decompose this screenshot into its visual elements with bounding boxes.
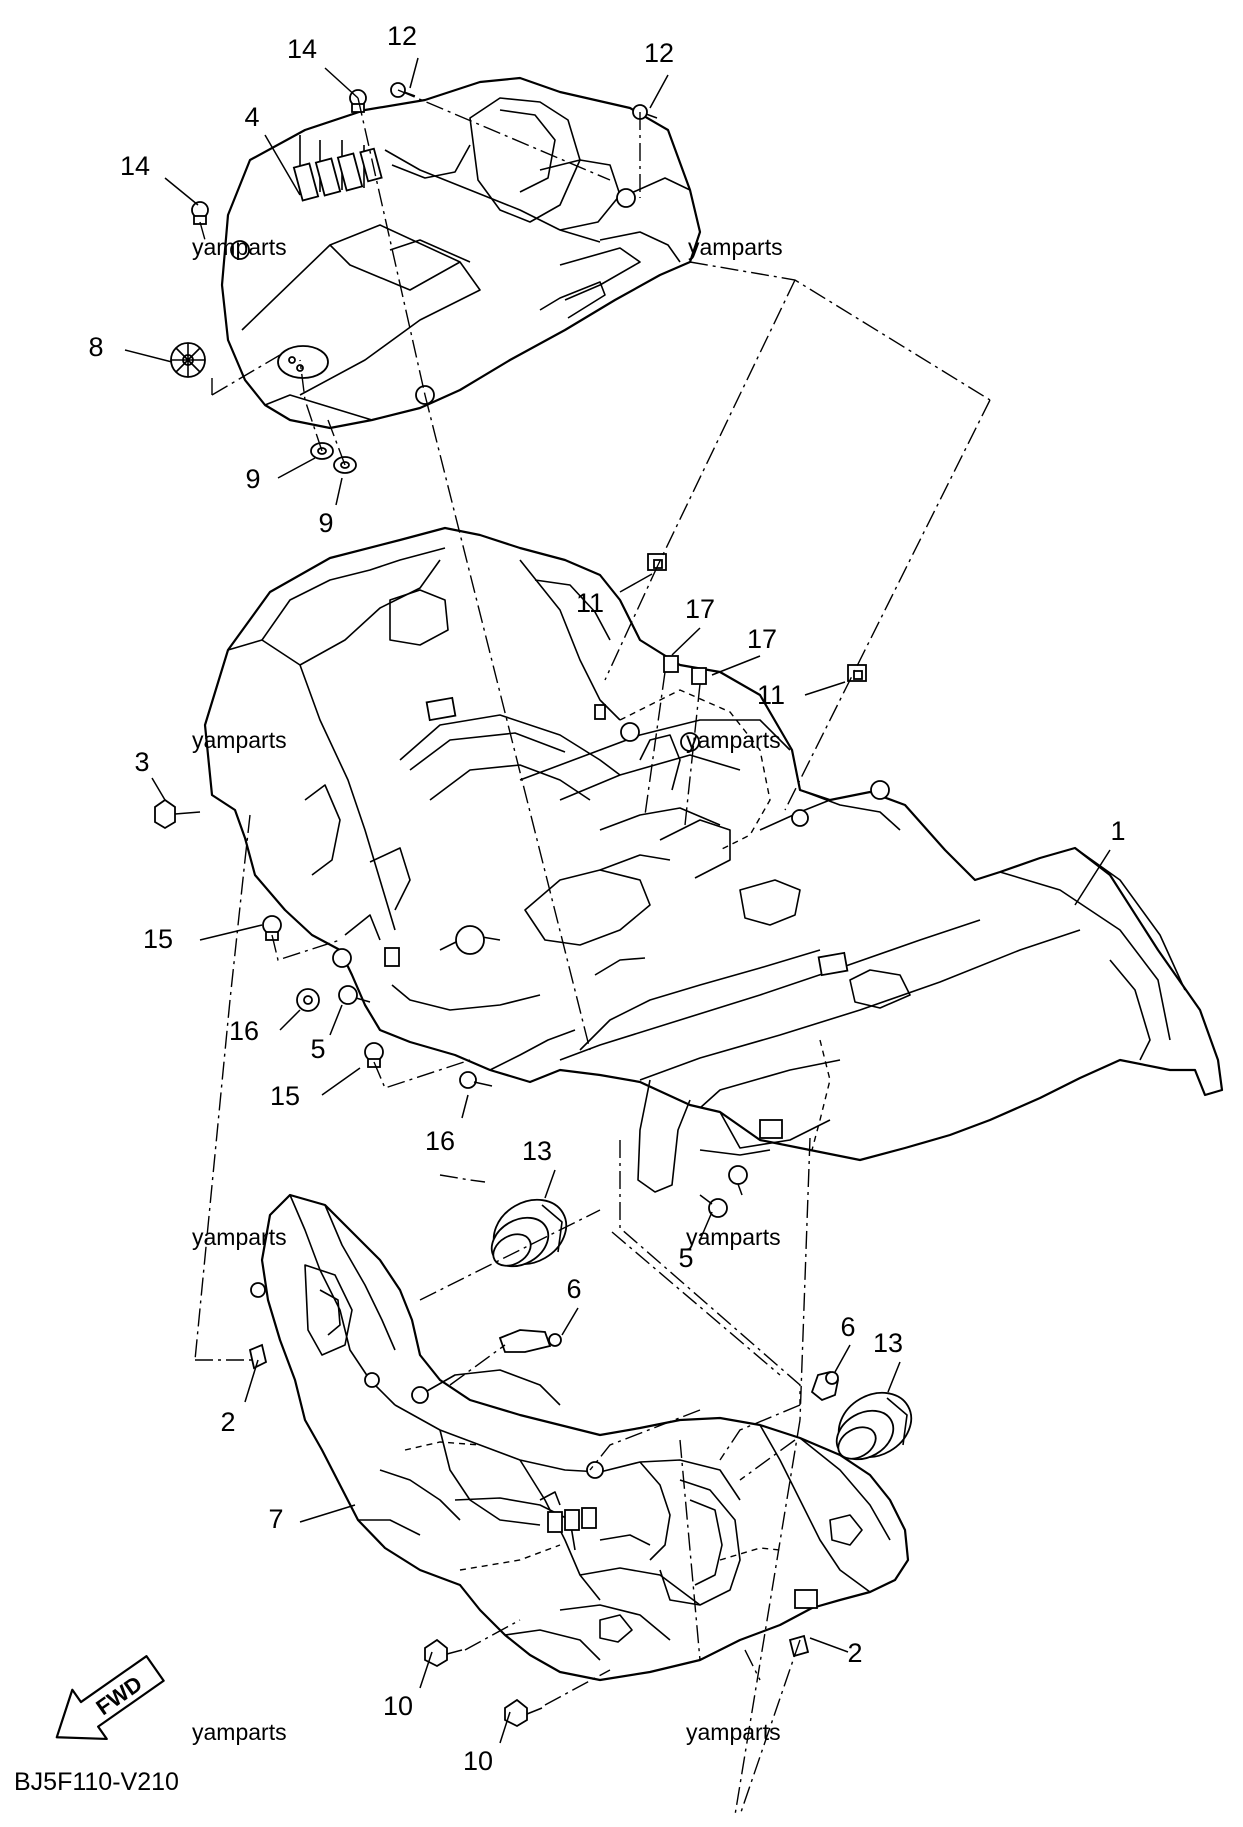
callout-leader-c8 <box>124 349 173 363</box>
callout-labels: 1223455667899101011111212131314141515161… <box>88 21 1125 1776</box>
callout-label-c13b: 13 <box>873 1328 903 1358</box>
assembly-lines <box>194 89 991 1816</box>
watermark-text: yamparts <box>192 1224 287 1250</box>
callout-leader-c2a <box>244 1359 259 1403</box>
watermark-text: yamparts <box>686 1719 781 1745</box>
callout-label-c15a: 15 <box>143 924 173 954</box>
grommet-icon <box>835 1391 913 1461</box>
screw-icon <box>699 1194 728 1218</box>
callout-leader-c17a <box>671 627 701 656</box>
callout-label-c6a: 6 <box>566 1274 581 1304</box>
watermark-text: yamparts <box>192 727 287 753</box>
callout-label-c16b: 16 <box>425 1126 455 1156</box>
watermark-text: yamparts <box>192 234 287 260</box>
screw-icon <box>728 1165 748 1196</box>
callout-label-c6b: 6 <box>840 1312 855 1342</box>
callout-label-c8: 8 <box>88 332 103 362</box>
callout-leader-c3 <box>151 777 166 801</box>
watermark-text: yamparts <box>192 1719 287 1745</box>
callout-leader-c1 <box>1074 849 1111 906</box>
screw-icon <box>504 1698 543 1728</box>
nut-icon <box>191 201 209 225</box>
callout-leader-c6b <box>834 1344 851 1373</box>
callout-label-c11a: 11 <box>576 588 604 618</box>
watermark-text: yamparts <box>688 234 783 260</box>
clip-icon <box>663 655 679 673</box>
callout-leader-c12b <box>649 74 669 109</box>
watermark-text: yamparts <box>686 1224 781 1250</box>
callout-label-c12b: 12 <box>644 38 674 68</box>
callout-leader-c13b <box>887 1361 901 1393</box>
callout-label-c9a: 9 <box>245 464 260 494</box>
callout-leader-c14b <box>164 177 199 206</box>
screw-icon <box>424 1638 463 1668</box>
callout-leader-c17b <box>711 655 761 676</box>
diagram-code: BJ5F110-V210 <box>14 1768 179 1796</box>
callout-label-c17a: 17 <box>685 594 715 624</box>
callout-label-c13a: 13 <box>522 1136 552 1166</box>
callout-label-c10b: 10 <box>463 1746 493 1776</box>
callout-label-c3: 3 <box>134 747 149 777</box>
callout-leaders <box>124 57 1111 1744</box>
callout-label-c4: 4 <box>244 102 259 132</box>
callout-leader-c16a <box>279 1009 301 1031</box>
watermark-text: yamparts <box>686 727 781 753</box>
part-1-front-fender <box>203 526 1224 1193</box>
clip-icon <box>847 664 867 682</box>
callout-label-c12a: 12 <box>387 21 417 51</box>
grommet-icon <box>296 988 320 1012</box>
grommet-icon <box>490 1198 568 1268</box>
callout-label-c11b: 11 <box>757 680 785 710</box>
callout-label-c14a: 14 <box>287 34 317 64</box>
callout-label-c9b: 9 <box>318 508 333 538</box>
callout-label-c16a: 16 <box>229 1016 259 1046</box>
screw-icon <box>338 985 371 1005</box>
callout-leader-c15b <box>321 1067 361 1096</box>
callout-leader-c4 <box>264 134 301 196</box>
emblem-icon <box>170 342 206 378</box>
callout-leader-c7 <box>299 1504 356 1523</box>
screw-icon <box>154 798 201 830</box>
screw-icon <box>459 1071 493 1089</box>
callout-label-c2b: 2 <box>847 1638 862 1668</box>
callout-leader-c5b <box>699 1211 713 1241</box>
callout-label-c17b: 17 <box>747 624 777 654</box>
screw-icon <box>498 1329 562 1353</box>
screw-icon <box>632 104 658 120</box>
fwd-arrow-icon: FWD <box>55 1655 165 1741</box>
callout-leader-c9b <box>335 477 343 506</box>
callout-leader-c10b <box>499 1711 511 1744</box>
clip-icon <box>248 1343 268 1370</box>
callout-leader-c14a <box>324 67 359 99</box>
callout-leader-c2b <box>809 1637 849 1653</box>
callout-leader-c11b <box>804 681 846 696</box>
callout-leader-c9a <box>277 457 316 479</box>
callout-leader-c10a <box>419 1651 433 1689</box>
callout-label-c5b: 5 <box>678 1243 693 1273</box>
callout-leader-c12a <box>409 57 419 89</box>
callout-label-c14b: 14 <box>120 151 150 181</box>
callout-leader-c5a <box>329 1004 343 1036</box>
screw-icon <box>810 1371 839 1402</box>
callout-leader-c15a <box>199 924 263 941</box>
fasteners-lower <box>248 1198 913 1728</box>
clip-icon <box>788 1634 810 1658</box>
callout-label-c5a: 5 <box>310 1034 325 1064</box>
part-7-headlight-panel <box>250 1193 910 1682</box>
callout-label-c1: 1 <box>1110 816 1125 846</box>
callout-leader-c11a <box>619 573 653 593</box>
fasteners-upper <box>170 82 658 474</box>
callout-label-c2a: 2 <box>220 1407 235 1437</box>
callout-leader-c13a <box>544 1169 556 1199</box>
watermarks: yamparts yamparts yamparts yamparts yamparts… <box>192 234 783 1745</box>
clip-icon <box>691 667 707 685</box>
callout-label-c7: 7 <box>268 1504 283 1534</box>
callout-label-c15b: 15 <box>270 1081 300 1111</box>
part-4-front-cover <box>220 76 702 430</box>
callout-leader-c16b <box>461 1094 469 1119</box>
callout-leader-c6a <box>561 1307 579 1336</box>
callout-label-c10a: 10 <box>383 1691 413 1721</box>
